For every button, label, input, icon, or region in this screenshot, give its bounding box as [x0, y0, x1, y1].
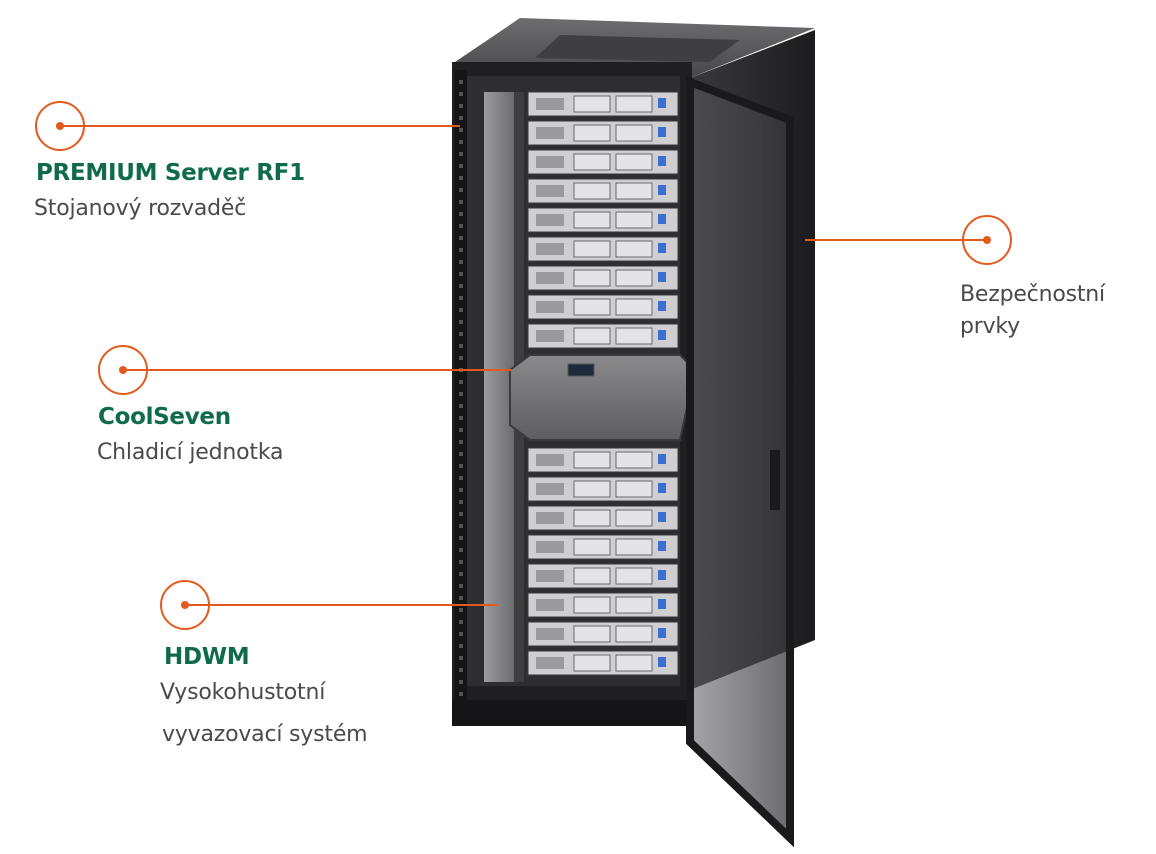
server-unit	[527, 592, 679, 618]
rail-hole	[459, 488, 463, 492]
rail-hole	[459, 140, 463, 144]
rail-hole	[459, 236, 463, 240]
rail-hole	[459, 260, 463, 264]
rail-hole	[459, 212, 463, 216]
rail-hole	[459, 584, 463, 588]
rail-hole	[459, 572, 463, 576]
rail-hole	[459, 152, 463, 156]
rail-hole	[459, 656, 463, 660]
rail-hole	[459, 356, 463, 360]
callout-title-premium-server: PREMIUM Server RF1	[36, 160, 305, 186]
rail-hole	[459, 464, 463, 468]
rack-top-vent	[535, 35, 740, 62]
rail-hole	[459, 500, 463, 504]
server-unit	[527, 91, 679, 117]
rail-hole	[459, 452, 463, 456]
rail-hole	[459, 188, 463, 192]
rail-hole	[459, 428, 463, 432]
rail-hole	[459, 296, 463, 300]
server-unit	[527, 447, 679, 473]
callout-subtitle-security-line1: Bezpečnostní	[960, 282, 1105, 307]
callout-title-hdwm: HDWM	[164, 644, 250, 670]
server-unit	[527, 120, 679, 146]
server-unit	[527, 650, 679, 676]
rail-hole	[459, 692, 463, 696]
server-unit	[527, 178, 679, 204]
server-unit	[527, 207, 679, 233]
rail-hole	[459, 104, 463, 108]
coolseven-unit	[509, 354, 697, 441]
rail-hole	[459, 440, 463, 444]
callout-marker-icon	[35, 101, 85, 151]
rail-hole	[459, 404, 463, 408]
callout-marker-icon	[962, 215, 1012, 265]
door-handle	[770, 450, 780, 510]
server-unit	[527, 505, 679, 531]
server-unit	[527, 563, 679, 589]
server-unit	[527, 476, 679, 502]
callout-marker-icon	[160, 580, 210, 630]
server-units	[527, 91, 679, 676]
server-unit	[527, 621, 679, 647]
rail-hole	[459, 512, 463, 516]
server-unit	[527, 323, 679, 349]
rail-hole	[459, 608, 463, 612]
rail-hole	[459, 200, 463, 204]
rail-hole	[459, 668, 463, 672]
rail-hole	[459, 92, 463, 96]
rack-glass-door	[686, 76, 794, 848]
rail-hole	[459, 176, 463, 180]
server-unit	[527, 265, 679, 291]
rail-hole	[459, 248, 463, 252]
callout-marker-icon	[98, 345, 148, 395]
rail-hole	[459, 632, 463, 636]
rail-hole	[459, 164, 463, 168]
server-unit	[527, 236, 679, 262]
coolseven-display	[567, 363, 595, 377]
rail-hole	[459, 680, 463, 684]
server-unit	[527, 294, 679, 320]
server-unit	[527, 534, 679, 560]
rail-hole	[459, 620, 463, 624]
server-unit	[527, 149, 679, 175]
callout-subtitle-security-line2: prvky	[960, 314, 1021, 339]
rail-hole	[459, 332, 463, 336]
rack-plinth	[452, 700, 692, 726]
rail-hole	[459, 80, 463, 84]
rail-hole	[459, 392, 463, 396]
rail-hole	[459, 320, 463, 324]
rail-hole	[459, 380, 463, 384]
callout-subtitle-premium-server: Stojanový rozvaděč	[34, 196, 247, 221]
callout-subtitle-hdwm-line1: Vysokohustotní	[160, 680, 326, 705]
rail-hole	[459, 644, 463, 648]
rail-hole	[459, 548, 463, 552]
rail-hole	[459, 560, 463, 564]
rail-hole	[459, 596, 463, 600]
rail-hole	[459, 128, 463, 132]
rail-hole	[459, 344, 463, 348]
callout-subtitle-hdwm-line2: vyvazovací systém	[162, 722, 368, 747]
callout-title-coolseven: CoolSeven	[98, 404, 231, 430]
rail-hole	[459, 416, 463, 420]
callout-subtitle-coolseven: Chladicí jednotka	[97, 440, 284, 465]
rail-hole	[459, 476, 463, 480]
rail-hole	[459, 308, 463, 312]
rail-hole	[459, 116, 463, 120]
rail-hole	[459, 536, 463, 540]
rail-hole	[459, 224, 463, 228]
rail-hole	[459, 272, 463, 276]
rail-hole	[459, 284, 463, 288]
rail-hole	[459, 524, 463, 528]
